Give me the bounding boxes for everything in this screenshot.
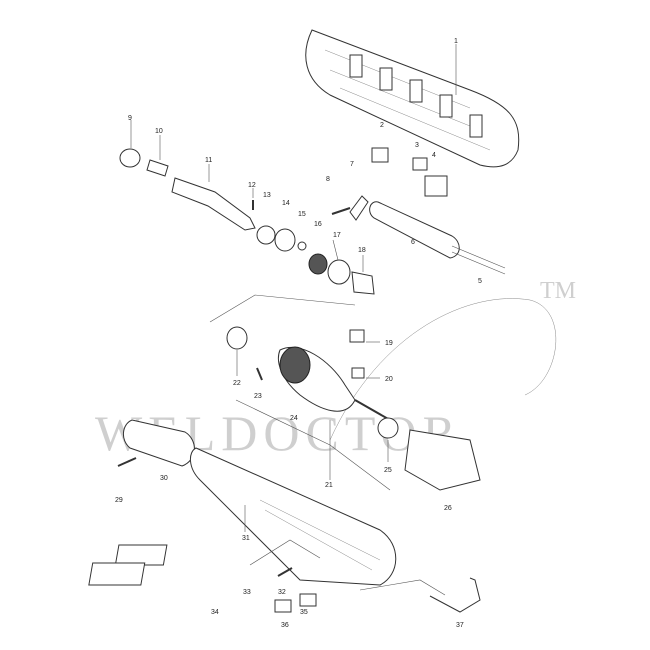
part-hanger xyxy=(429,577,481,613)
part-armature-shaft xyxy=(354,399,391,421)
part-number-11: 11 xyxy=(205,157,212,164)
part-switch-small xyxy=(412,157,428,171)
part-screw-29 xyxy=(117,457,137,467)
part-washer-15 xyxy=(297,241,307,251)
part-number-2: 2 xyxy=(380,122,384,129)
part-label-35 xyxy=(299,593,317,607)
watermark-trademark: TM xyxy=(540,278,576,304)
leader-lines xyxy=(130,44,457,596)
part-number-8: 8 xyxy=(326,176,330,183)
part-key-23 xyxy=(256,367,263,381)
part-number-7: 7 xyxy=(350,161,354,168)
part-bracket xyxy=(349,195,369,221)
part-end-cap xyxy=(123,419,195,467)
part-number-34: 34 xyxy=(211,609,219,616)
part-label-36 xyxy=(274,599,292,613)
part-number-15: 15 xyxy=(298,211,306,218)
part-label-34 xyxy=(88,562,146,586)
part-bearing-22 xyxy=(226,326,248,350)
part-gear-17 xyxy=(327,259,351,285)
part-capacitor xyxy=(371,147,389,163)
part-number-6: 6 xyxy=(411,239,415,246)
part-number-10: 10 xyxy=(155,128,163,135)
part-number-21: 21 xyxy=(325,482,333,489)
part-screw-32 xyxy=(277,567,293,577)
part-number-20: 20 xyxy=(385,376,393,383)
part-bearing-25 xyxy=(377,417,399,439)
part-number-29: 29 xyxy=(115,497,123,504)
part-number-labels: 1 2 3 4 5 6 7 8 9 10 11 12 13 14 15 16 1… xyxy=(115,38,482,629)
part-brush-holder xyxy=(349,329,365,343)
part-bearing-box-18 xyxy=(351,271,375,295)
part-number-14: 14 xyxy=(282,200,290,207)
part-screw-8 xyxy=(331,207,351,215)
part-field xyxy=(404,429,481,491)
part-number-26: 26 xyxy=(444,505,452,512)
part-number-12: 12 xyxy=(248,182,256,189)
part-number-22: 22 xyxy=(233,380,241,387)
part-number-36: 36 xyxy=(281,622,289,629)
part-number-30: 30 xyxy=(160,475,168,482)
part-number-25: 25 xyxy=(384,467,392,474)
part-label-33 xyxy=(114,544,168,566)
part-number-5: 5 xyxy=(478,278,482,285)
part-number-19: 19 xyxy=(385,340,393,347)
part-ring-13 xyxy=(256,225,276,245)
part-number-23: 23 xyxy=(254,393,262,400)
part-cord-guard xyxy=(369,201,460,259)
part-number-17: 17 xyxy=(333,232,341,239)
part-number-37: 37 xyxy=(456,622,464,629)
part-bearing-16 xyxy=(308,253,328,275)
part-number-4: 4 xyxy=(432,152,436,159)
part-spindle xyxy=(171,177,256,231)
part-number-13: 13 xyxy=(263,192,271,199)
part-number-35: 35 xyxy=(300,609,308,616)
part-number-9: 9 xyxy=(128,115,132,122)
part-number-3: 3 xyxy=(415,142,419,149)
part-number-24: 24 xyxy=(290,415,298,422)
part-number-18: 18 xyxy=(358,247,366,254)
part-armature-fan xyxy=(279,346,311,384)
part-housing-half xyxy=(305,29,520,168)
part-switch xyxy=(424,175,448,197)
part-bearing-14 xyxy=(274,228,296,252)
part-collet-nut xyxy=(119,148,141,168)
part-number-32: 32 xyxy=(278,589,286,596)
part-collet xyxy=(146,159,169,177)
part-carbon-brush xyxy=(351,367,365,379)
part-number-1: 1 xyxy=(454,38,458,45)
part-number-16: 16 xyxy=(314,221,322,228)
part-power-cord xyxy=(451,245,506,275)
part-number-31: 31 xyxy=(242,535,250,542)
part-number-33: 33 xyxy=(243,589,251,596)
